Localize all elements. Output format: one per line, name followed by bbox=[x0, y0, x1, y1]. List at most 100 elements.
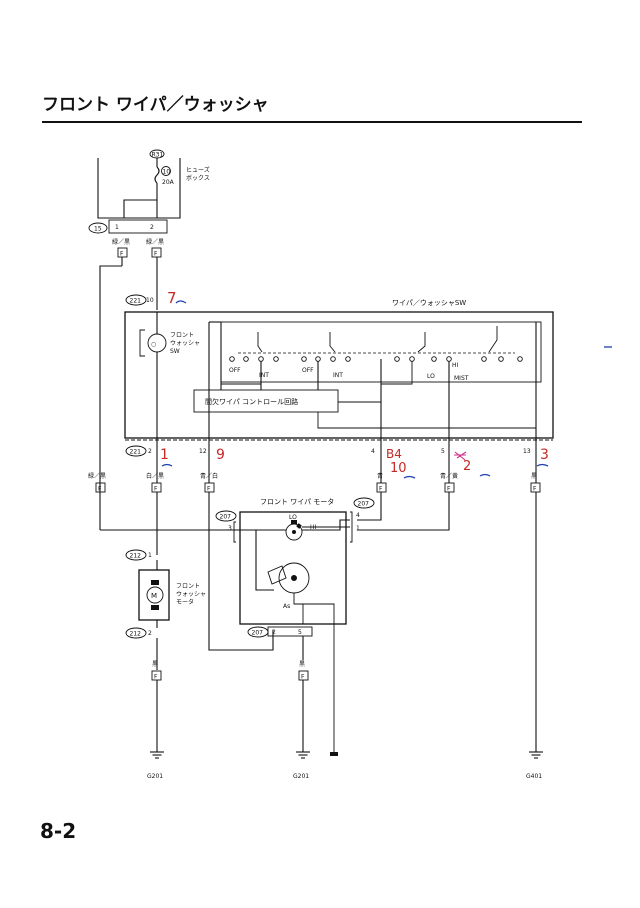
switch-title: ワイパ／ウォッシャSW bbox=[392, 299, 466, 307]
annotation-red-3: 3 bbox=[540, 447, 549, 463]
svg-text:F: F bbox=[533, 486, 537, 493]
page-title: フロント ワイパ／ウォッシャ bbox=[42, 94, 269, 115]
wire-color-mid-2: 白／黒 bbox=[146, 472, 164, 480]
svg-text:ウォッシャ: ウォッシャ bbox=[176, 590, 206, 598]
switch-hi: HI bbox=[452, 362, 459, 369]
connector-letters-mid: F F F F F F bbox=[95, 482, 541, 493]
connector-221-bottom bbox=[125, 445, 147, 457]
connector-221-bottom-label: 221 bbox=[130, 449, 142, 456]
switch-off-1: OFF bbox=[229, 367, 241, 374]
connector-letter-f: F bbox=[154, 674, 158, 681]
annotation-blue-mark bbox=[403, 475, 416, 479]
svg-text:○: ○ bbox=[151, 341, 156, 348]
wire-color-bottom-1: 黒 bbox=[152, 661, 158, 668]
wiper-motor-lo: LO bbox=[289, 514, 297, 521]
connector-212-bottom-label: 212 bbox=[130, 631, 142, 638]
pin-221b-4: 4 bbox=[371, 448, 375, 455]
switch-mist: MIST bbox=[454, 375, 469, 382]
connector-letter-f: F bbox=[301, 674, 305, 681]
svg-text:F: F bbox=[447, 486, 451, 493]
fuse-rating: 20A bbox=[162, 179, 175, 186]
fuse-box-label-2: ボックス bbox=[186, 174, 210, 182]
svg-text:モータ: モータ bbox=[176, 598, 194, 606]
washer-switch-label-2: ウォッシャ bbox=[170, 339, 200, 347]
annotation-pink-scribble bbox=[454, 451, 467, 461]
annotation-blue-mark bbox=[536, 463, 549, 467]
annotation-red-9: 9 bbox=[216, 447, 225, 463]
fuse-icon bbox=[154, 166, 160, 184]
connector-15-label: 15 bbox=[94, 226, 102, 233]
switch-int-2: INT bbox=[333, 372, 343, 379]
wire-color-top-right: 緑／黒 bbox=[146, 238, 164, 246]
svg-text:F: F bbox=[207, 486, 211, 493]
washer-switch-label-1: フロント bbox=[170, 332, 194, 339]
svg-text:フロント: フロント bbox=[176, 583, 200, 590]
wiper-washer-switch-box bbox=[124, 311, 554, 439]
wire-color-mid-1: 緑／黒 bbox=[88, 472, 106, 480]
annotation-red-7: 7 bbox=[167, 289, 177, 307]
pin-207-1: 1 bbox=[356, 525, 360, 532]
annotation-blue-mark bbox=[161, 463, 173, 467]
pin-221-10: 10 bbox=[146, 297, 154, 304]
ground-symbol-body bbox=[330, 752, 338, 756]
ground-g401: G401 bbox=[526, 773, 542, 780]
wire-color-top-left: 緑／黒 bbox=[112, 238, 130, 246]
annotation-red-1: 1 bbox=[160, 447, 169, 463]
annotation-blue-mark bbox=[479, 473, 491, 477]
intermittent-control-label: 間欠ワイパ コントロール回路 bbox=[205, 397, 298, 406]
pin-207-2: 2 bbox=[272, 629, 276, 636]
front-wiper-motor: フロント ワイパ モータ 207 207 3 4 1 LO HI As 207 … bbox=[215, 497, 375, 752]
ground-g201-right: G201 bbox=[293, 773, 309, 780]
wiper-motor-cam-contact bbox=[267, 565, 287, 585]
ground-symbol bbox=[150, 751, 164, 759]
connector-207-c-label: 207 bbox=[252, 630, 264, 637]
connector-221-top-label: 221 bbox=[130, 298, 142, 305]
pin-221b-2: 2 bbox=[148, 448, 152, 455]
annotation-red-2: 2 bbox=[463, 459, 471, 474]
ground-g201-left: G201 bbox=[147, 773, 163, 780]
intermittent-control-box bbox=[193, 389, 339, 413]
annotation-blue-mark bbox=[175, 300, 187, 304]
pin-212-1: 1 bbox=[148, 552, 152, 559]
wire-color-mid-4: 青 bbox=[377, 472, 383, 480]
fuse-number: 10 bbox=[163, 169, 171, 176]
wire-green-black-left bbox=[99, 265, 122, 530]
pin-212-2: 2 bbox=[148, 630, 152, 637]
annotation-red-10: 10 bbox=[390, 461, 407, 476]
washer-motor-m: M bbox=[151, 592, 157, 600]
connector-letter-f: F bbox=[120, 251, 124, 258]
wiper-switch-contacts: OFF INT OFF INT LO HI MIST bbox=[208, 321, 542, 440]
pin-221b-12: 12 bbox=[199, 448, 207, 455]
fuse-number-circle bbox=[161, 166, 171, 176]
connector-15: 15 1 2 緑／黒 緑／黒 F F bbox=[88, 219, 168, 258]
wiper-motor-label: フロント ワイパ モータ bbox=[260, 497, 334, 506]
pin-207-5: 5 bbox=[298, 629, 302, 636]
switch-off-2: OFF bbox=[302, 367, 314, 374]
svg-text:F: F bbox=[154, 486, 158, 493]
fuse-terminal-label: R31 bbox=[152, 152, 164, 159]
pin-15-2: 2 bbox=[150, 224, 154, 231]
connector-letter-f: F bbox=[154, 251, 158, 258]
pin-15-1: 1 bbox=[115, 224, 119, 231]
svg-text:F: F bbox=[379, 486, 383, 493]
switch-lo: LO bbox=[427, 373, 435, 380]
connector-221-top bbox=[125, 294, 147, 306]
switch-int-1: INT bbox=[259, 372, 269, 379]
svg-text:F: F bbox=[98, 486, 102, 493]
front-washer-motor: 212 1 M フロント ウォッシャ モータ 212 2 bbox=[125, 549, 206, 670]
washer-switch: ○ フロント ウォッシャ SW bbox=[139, 312, 200, 440]
pin-221b-13: 13 bbox=[523, 448, 531, 455]
connector-207-a-label: 207 bbox=[358, 501, 370, 508]
washer-switch-label-3: SW bbox=[170, 348, 180, 355]
annotation-red-b4: B4 bbox=[386, 447, 402, 461]
fuse-box-label-1: ヒューズ bbox=[186, 166, 210, 174]
wire-color-mid-6: 黒 bbox=[531, 473, 537, 480]
pin-221b-5: 5 bbox=[441, 448, 445, 455]
connector-207-b-label: 207 bbox=[220, 514, 232, 521]
fuse-box: R31 10 20A ヒューズ ボックス bbox=[97, 149, 210, 219]
connector-212-top-label: 212 bbox=[130, 553, 142, 560]
wiper-motor-as: As bbox=[283, 603, 290, 610]
wire-color-bottom-2: 黒 bbox=[299, 661, 305, 668]
pin-207-4: 4 bbox=[356, 512, 360, 519]
